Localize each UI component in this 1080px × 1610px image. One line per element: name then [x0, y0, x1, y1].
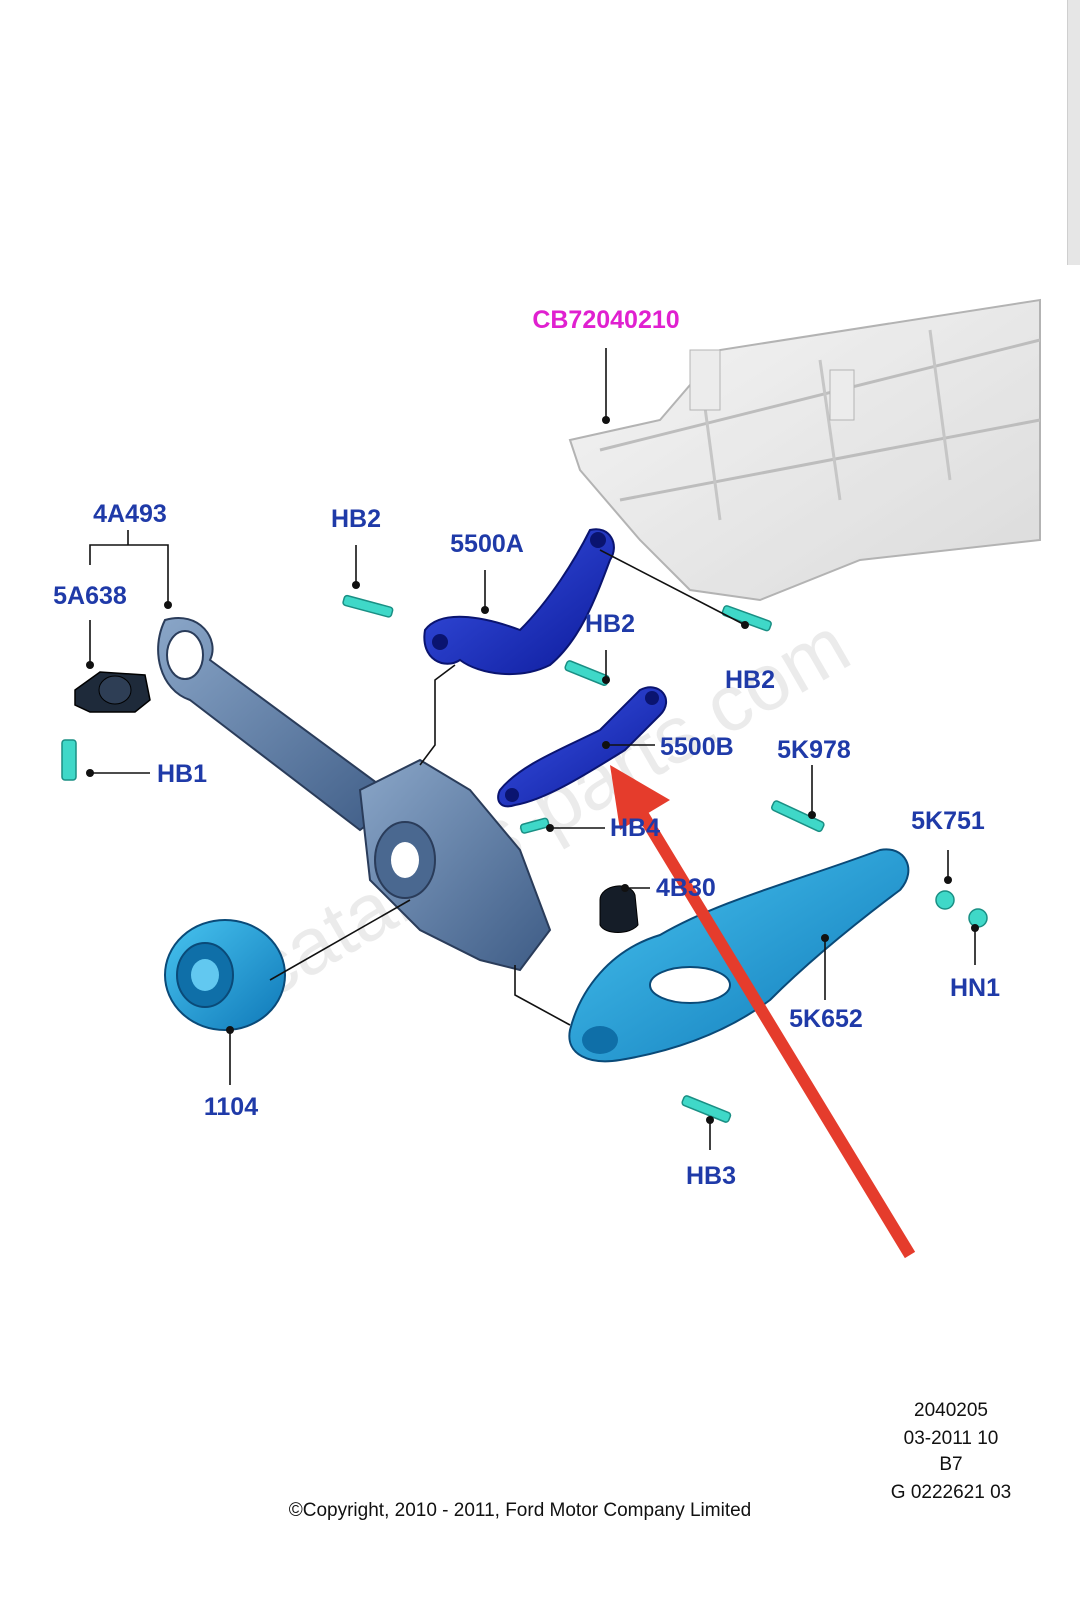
label-hn1[interactable]: HN1 — [950, 974, 1000, 1002]
bushing-image — [74, 671, 151, 713]
red-arrow — [610, 765, 916, 1259]
lower-arm-5500B-image — [497, 686, 667, 808]
label-4b30[interactable]: 4B30 — [656, 874, 716, 902]
subframe-image — [568, 298, 1041, 602]
illustration-code: B7 — [939, 1454, 962, 1475]
bump-stop-image — [599, 885, 639, 933]
label-5a638[interactable]: 5A638 — [53, 582, 127, 610]
spring-arm-5K652-image — [568, 848, 910, 1063]
label-hb2-upper[interactable]: HB2 — [331, 505, 381, 533]
wheel-hub-image — [164, 919, 286, 1031]
label-hb2-middle[interactable]: HB2 — [585, 610, 635, 638]
copyright-text: ©Copyright, 2010 - 2011, Ford Motor Comp… — [289, 1500, 751, 1521]
label-hb1[interactable]: HB1 — [157, 760, 207, 788]
label-1104[interactable]: 1104 — [204, 1093, 258, 1121]
knuckle-image — [358, 758, 552, 972]
leader-lines — [89, 348, 976, 1150]
trailing-arm-image — [157, 617, 402, 832]
fasteners-image — [61, 594, 988, 1123]
leader-dots — [86, 416, 979, 1124]
label-hb2-right[interactable]: HB2 — [725, 666, 775, 694]
label-5k978[interactable]: 5K978 — [777, 736, 851, 764]
scrollbar[interactable] — [1067, 0, 1080, 265]
label-5500a[interactable]: 5500A — [450, 530, 524, 558]
label-4a493[interactable]: 4A493 — [93, 500, 167, 528]
upper-arm-5500A-image — [423, 528, 615, 676]
label-cb72040210[interactable]: CB72040210 — [532, 306, 679, 334]
label-hb3[interactable]: HB3 — [686, 1162, 736, 1190]
label-hb4[interactable]: HB4 — [610, 814, 660, 842]
illustration-sheet: G 0222621 03 — [891, 1482, 1011, 1503]
illustration-number: 2040205 — [914, 1400, 988, 1421]
label-5500b[interactable]: 5500B — [660, 733, 734, 761]
label-5k751[interactable]: 5K751 — [911, 807, 985, 835]
label-5k652[interactable]: 5K652 — [789, 1005, 863, 1033]
illustration-date: 03-2011 10 — [904, 1428, 999, 1449]
